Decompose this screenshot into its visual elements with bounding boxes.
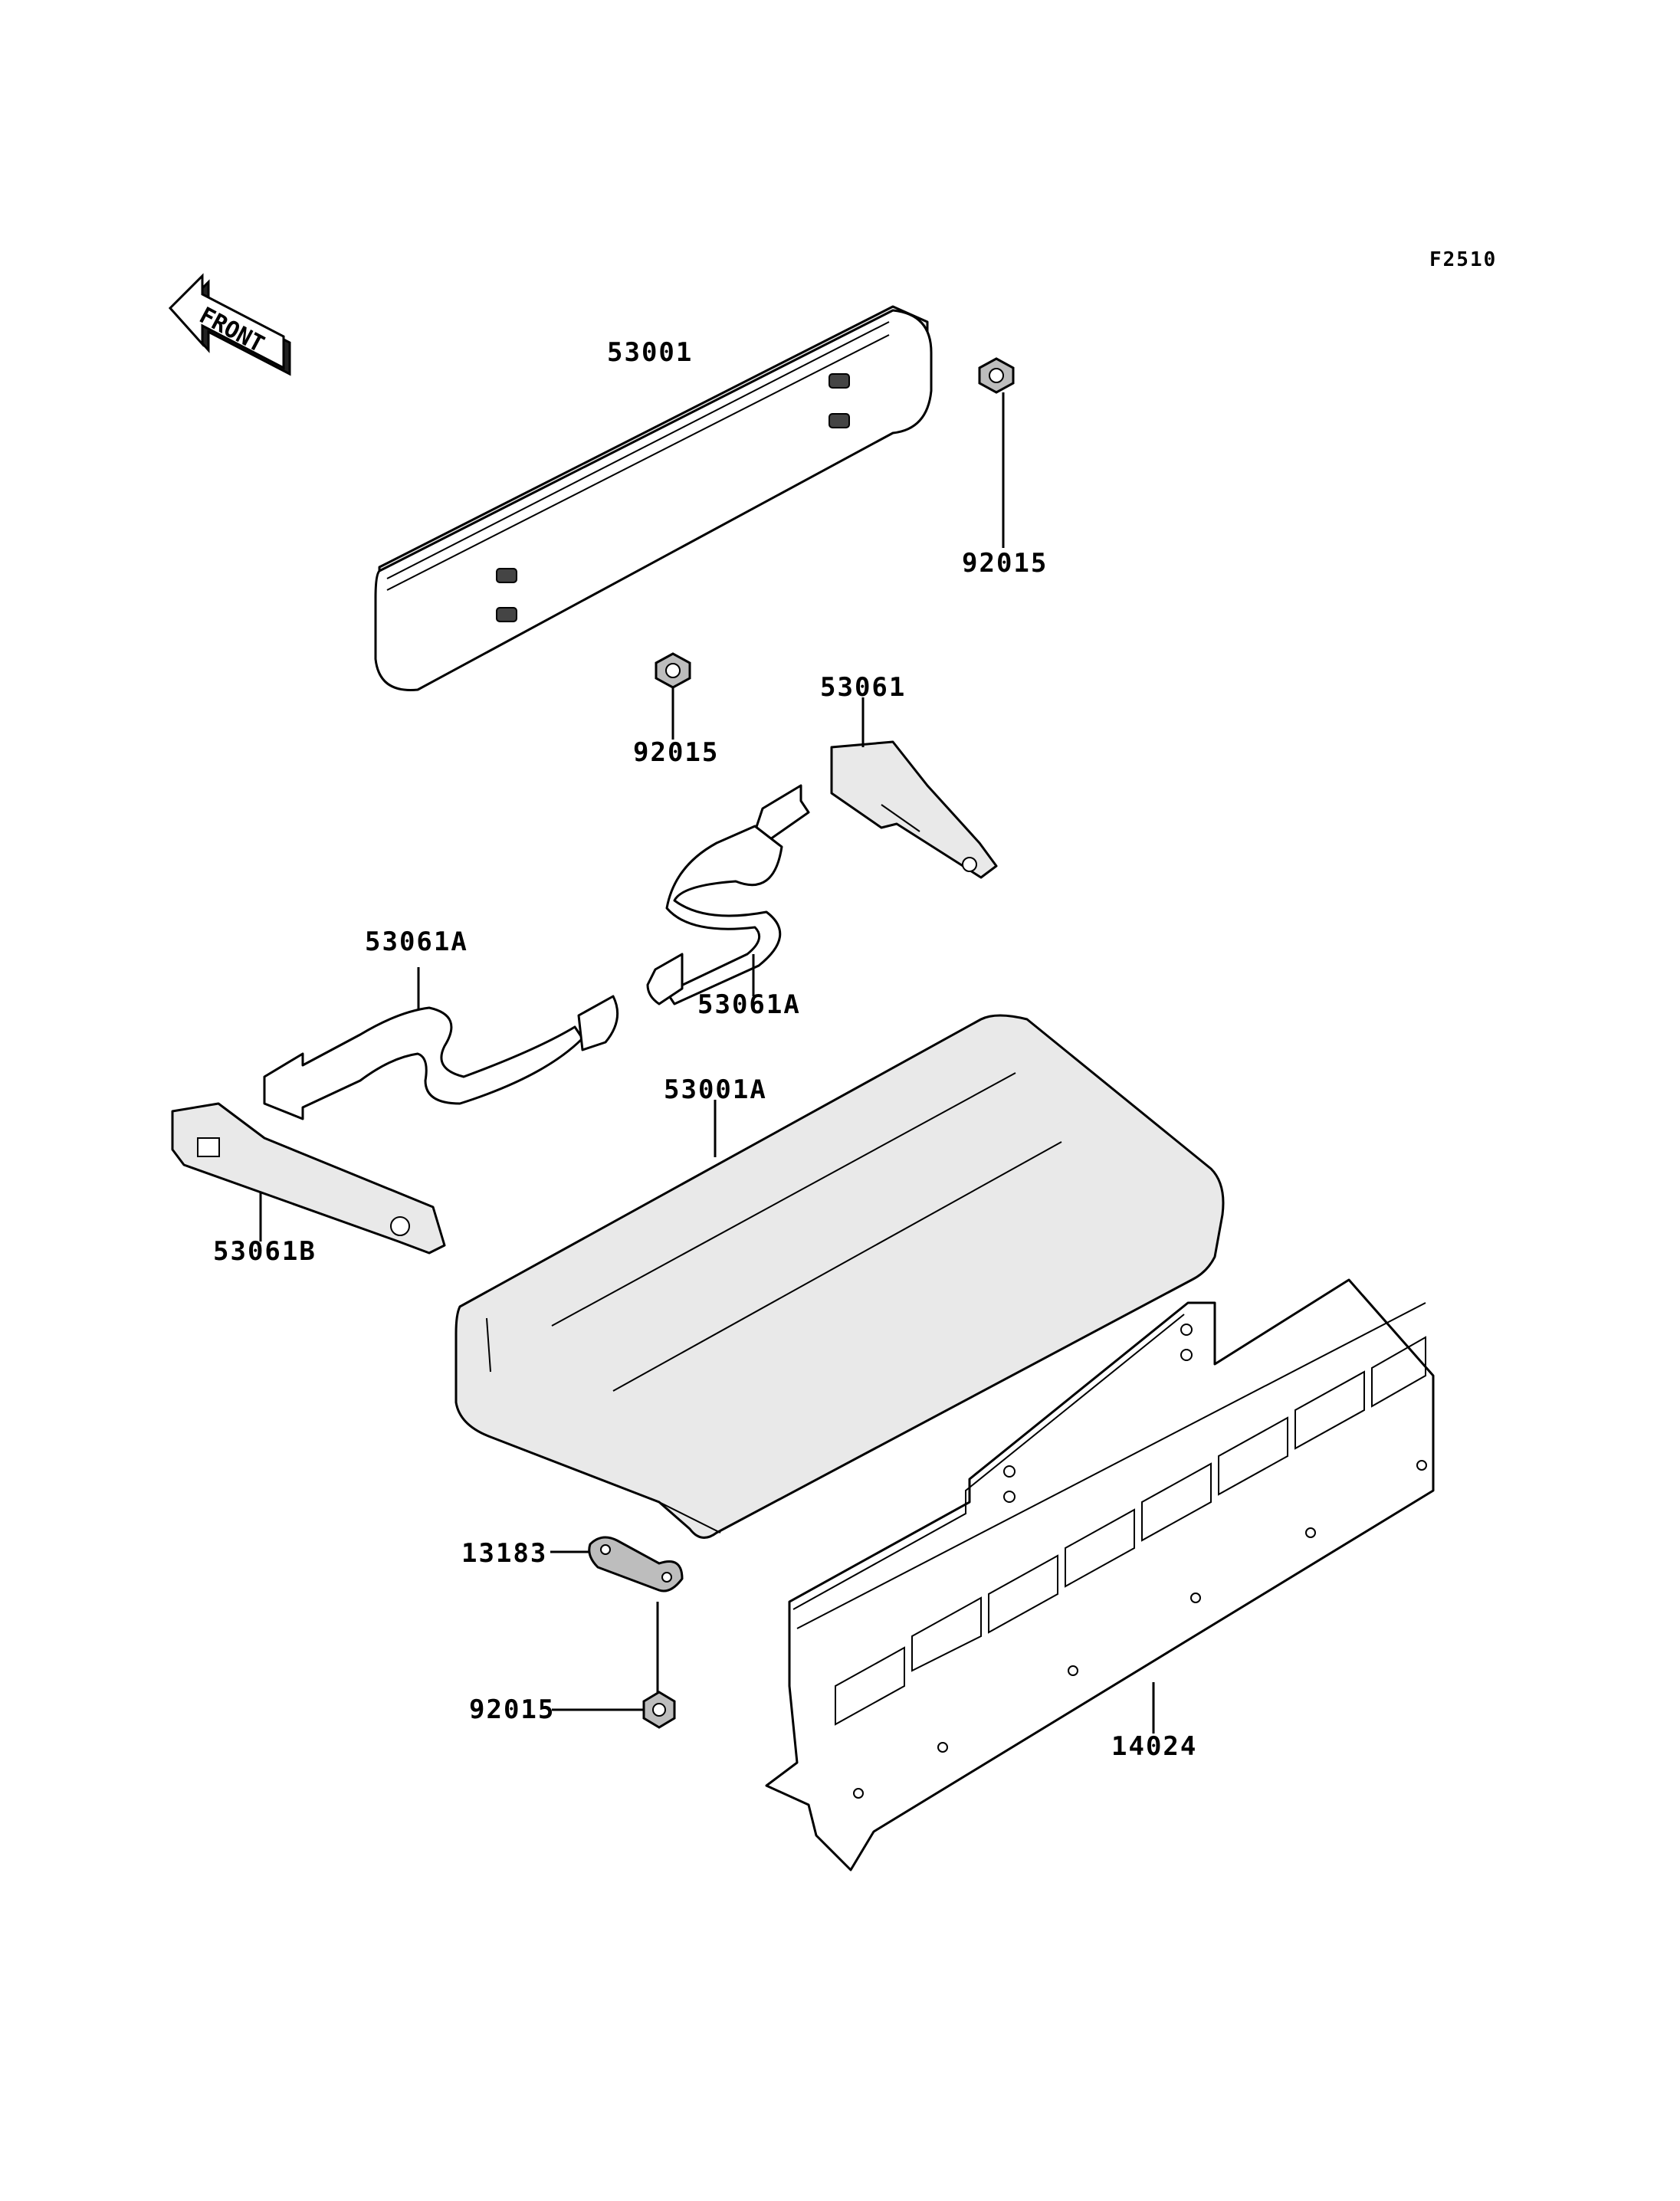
part-label-53061B: 53061B xyxy=(213,1236,317,1267)
strap-53061A-left xyxy=(263,967,619,1120)
part-label-13183: 13183 xyxy=(461,1538,548,1569)
part-label-53061A-left: 53061A xyxy=(365,927,468,957)
part-label-53001A: 53001A xyxy=(664,1074,767,1105)
part-label-53001: 53001 xyxy=(607,337,694,368)
part-label-53061: 53061 xyxy=(820,672,907,703)
figure-code: F2510 xyxy=(1429,248,1498,271)
nut-92015-bottom xyxy=(552,1691,676,1729)
part-label-92015-mid: 92015 xyxy=(633,737,720,768)
strap-53061A-right xyxy=(646,784,810,1005)
part-label-53061A-right: 53061A xyxy=(697,989,801,1020)
nut-92015-mid xyxy=(655,652,691,740)
part-label-92015-top: 92015 xyxy=(962,548,1048,579)
front-arrow-icon: FRONT xyxy=(168,273,291,376)
part-label-14024: 14024 xyxy=(1111,1731,1198,1762)
nut-92015-top xyxy=(978,357,1015,548)
part-label-92015-bottom: 92015 xyxy=(469,1694,556,1725)
bracket-13183 xyxy=(550,1536,684,1697)
tray-53001A xyxy=(454,1014,1225,1539)
battery-case-53001 xyxy=(374,305,933,691)
bracket-53061B xyxy=(171,1102,446,1255)
bracket-53061 xyxy=(830,697,998,879)
guard-14024 xyxy=(765,1278,1435,1871)
